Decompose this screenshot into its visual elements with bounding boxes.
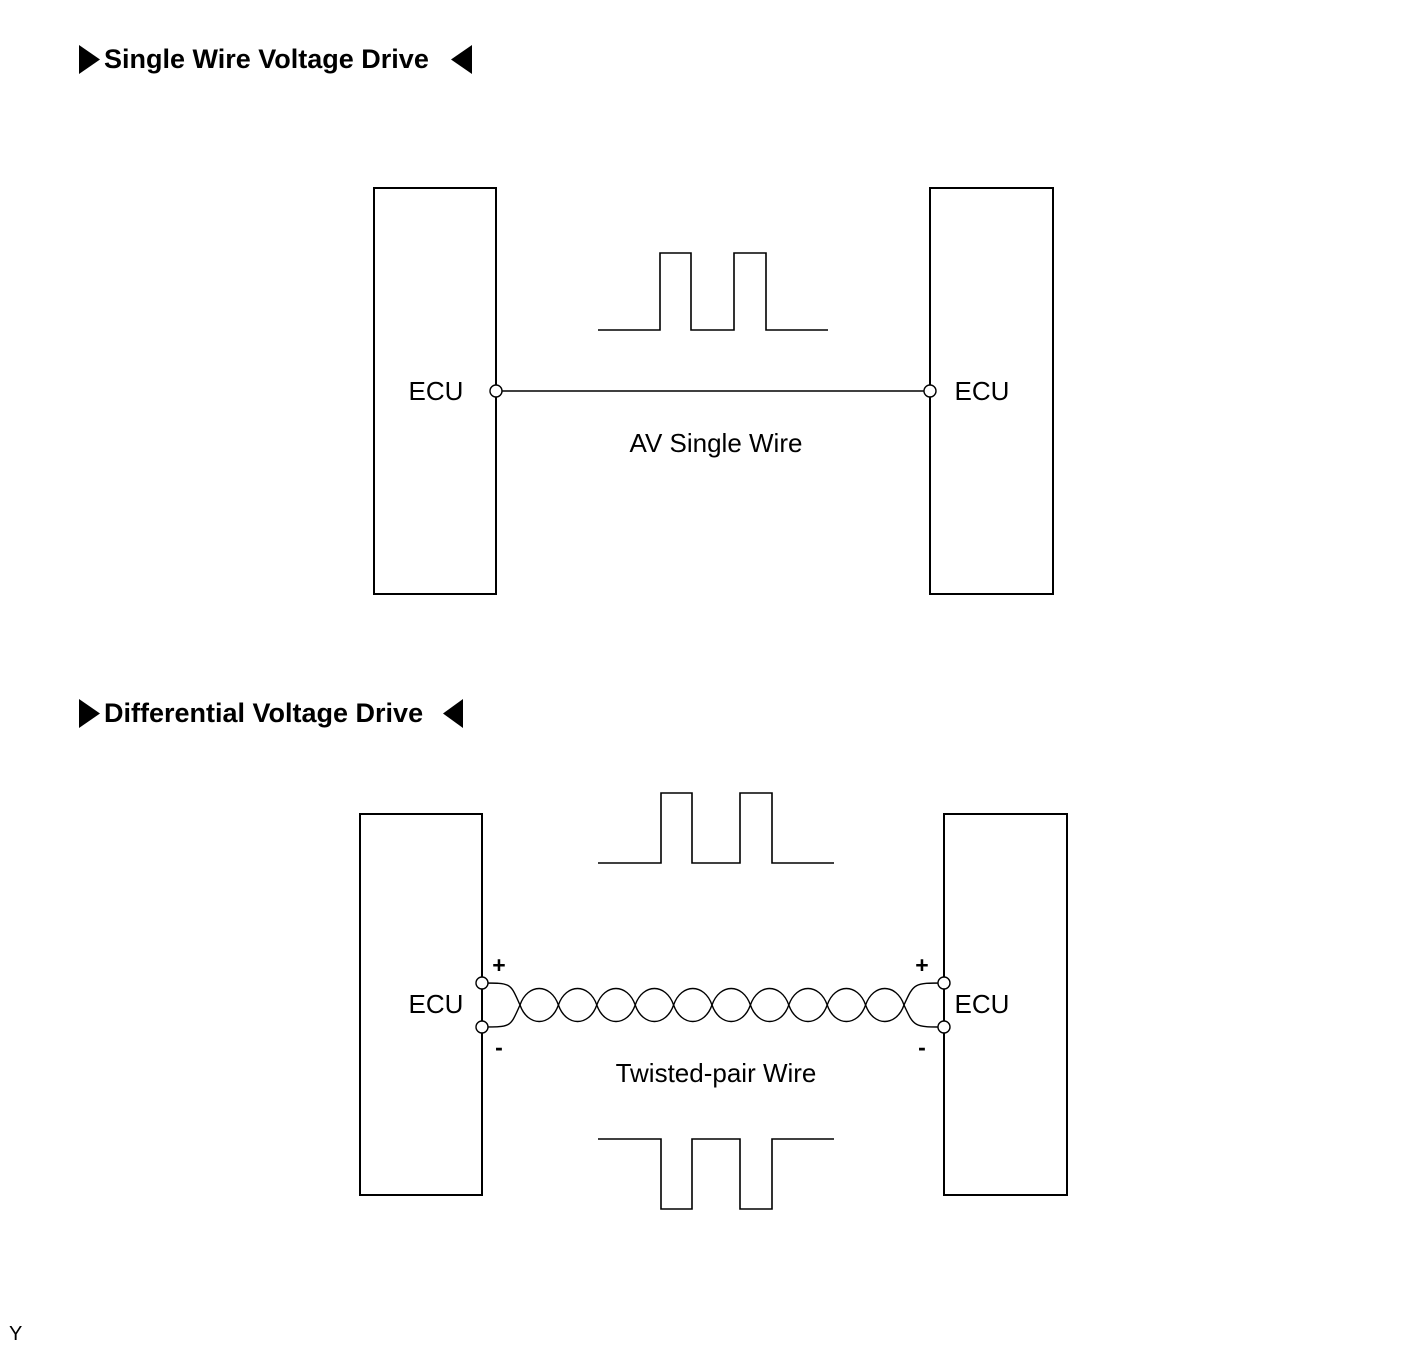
title-left-pointer-icon	[451, 45, 472, 74]
left-terminal	[489, 384, 503, 398]
single-wire-section: Single Wire Voltage Drive ECU ECU AV Sin…	[79, 44, 1054, 595]
left-ecu-label: ECU	[409, 989, 464, 1019]
twisted-pair-strand-a	[481, 982, 945, 1022]
title-left-pointer-icon	[443, 699, 463, 728]
av-single-wire-label: AV Single Wire	[630, 428, 803, 458]
right-ecu-label: ECU	[955, 376, 1010, 406]
left-plus-sign: +	[492, 952, 505, 978]
right-terminal	[923, 384, 937, 398]
positive-line-pulse-waveform	[598, 792, 834, 864]
title-right-pointer-icon	[79, 45, 100, 74]
left-positive-terminal	[475, 976, 489, 990]
left-minus-sign: -	[495, 1034, 503, 1060]
left-ecu-box	[359, 813, 483, 1196]
left-negative-terminal	[475, 1020, 489, 1034]
single-wire-pulse-waveform	[598, 252, 828, 331]
twisted-pair-wire	[481, 982, 945, 1028]
left-ecu-label: ECU	[409, 376, 464, 406]
right-ecu-label: ECU	[955, 989, 1010, 1019]
right-plus-sign: +	[915, 952, 928, 978]
corner-mark: Y	[9, 1323, 22, 1345]
differential-section: Differential Voltage Drive ECU ECU + - +…	[79, 698, 1068, 1210]
right-positive-terminal	[937, 976, 951, 990]
twisted-pair-strand-b	[481, 988, 945, 1028]
negative-line-pulse-waveform	[598, 1138, 834, 1210]
title-right-pointer-icon	[79, 699, 100, 728]
differential-title: Differential Voltage Drive	[104, 698, 423, 728]
right-negative-terminal	[937, 1020, 951, 1034]
right-minus-sign: -	[918, 1034, 926, 1060]
single-wire-title: Single Wire Voltage Drive	[104, 44, 429, 74]
right-ecu-box	[943, 813, 1068, 1196]
twisted-pair-wire-label: Twisted-pair Wire	[616, 1058, 817, 1088]
